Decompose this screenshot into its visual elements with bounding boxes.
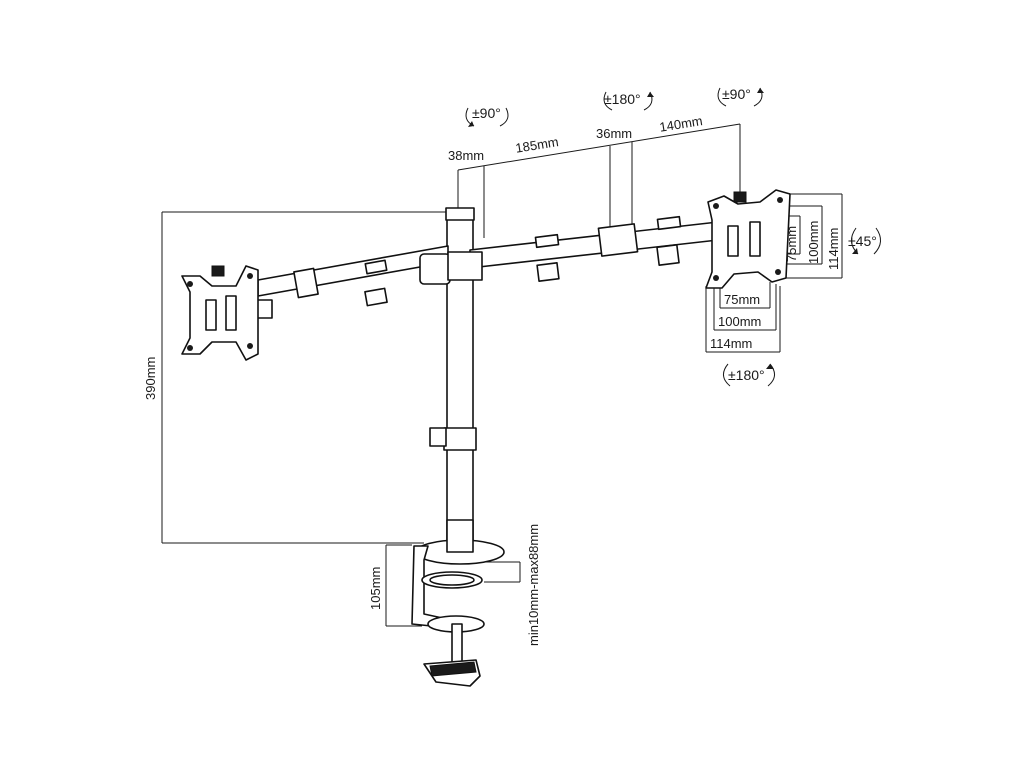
label-arm-offset-2: 36mm <box>596 126 632 141</box>
label-rotation-arm-pivot: ±90° <box>472 105 501 121</box>
label-rotation-head-swivel: ±45° <box>848 233 877 249</box>
pole-collar <box>443 427 477 451</box>
label-vesa-height-large: 114mm <box>826 228 841 270</box>
label-vesa-width-small: 75mm <box>724 292 760 307</box>
rotation-labels: ±90° ±180° ±90° ±45° ±180° <box>472 86 877 383</box>
left-vesa-plate <box>181 265 259 361</box>
dimension-lines <box>161 123 843 627</box>
label-rotation-head-rotation: ±180° <box>728 367 765 383</box>
pole-top-cap <box>445 207 475 221</box>
stand <box>411 207 505 687</box>
label-arm-length-2: 140mm <box>658 113 703 135</box>
dimension-labels: 38mm 185mm 36mm 140mm 390mm 105mm min10m… <box>143 113 841 646</box>
left-arm <box>251 245 451 319</box>
right-arm <box>447 215 719 282</box>
label-vesa-width-medium: 100mm <box>718 314 761 329</box>
label-clamp-height: 105mm <box>368 567 383 610</box>
label-rotation-head-tilt: ±90° <box>722 86 751 102</box>
label-vesa-width-large: 114mm <box>710 336 752 351</box>
right-vesa-plate <box>705 189 791 289</box>
label-pole-height: 390mm <box>143 357 158 400</box>
label-rotation-arm-joint: ±180° <box>604 91 641 107</box>
label-vesa-height-medium: 100mm <box>806 221 821 264</box>
rotation-arrows <box>465 87 881 387</box>
label-vesa-height-small: 75mm <box>784 226 799 262</box>
label-arm-length-1: 185mm <box>514 134 559 156</box>
label-arm-offset: 38mm <box>448 148 484 163</box>
label-desk-thickness: min10mm-max88mm <box>526 524 541 646</box>
